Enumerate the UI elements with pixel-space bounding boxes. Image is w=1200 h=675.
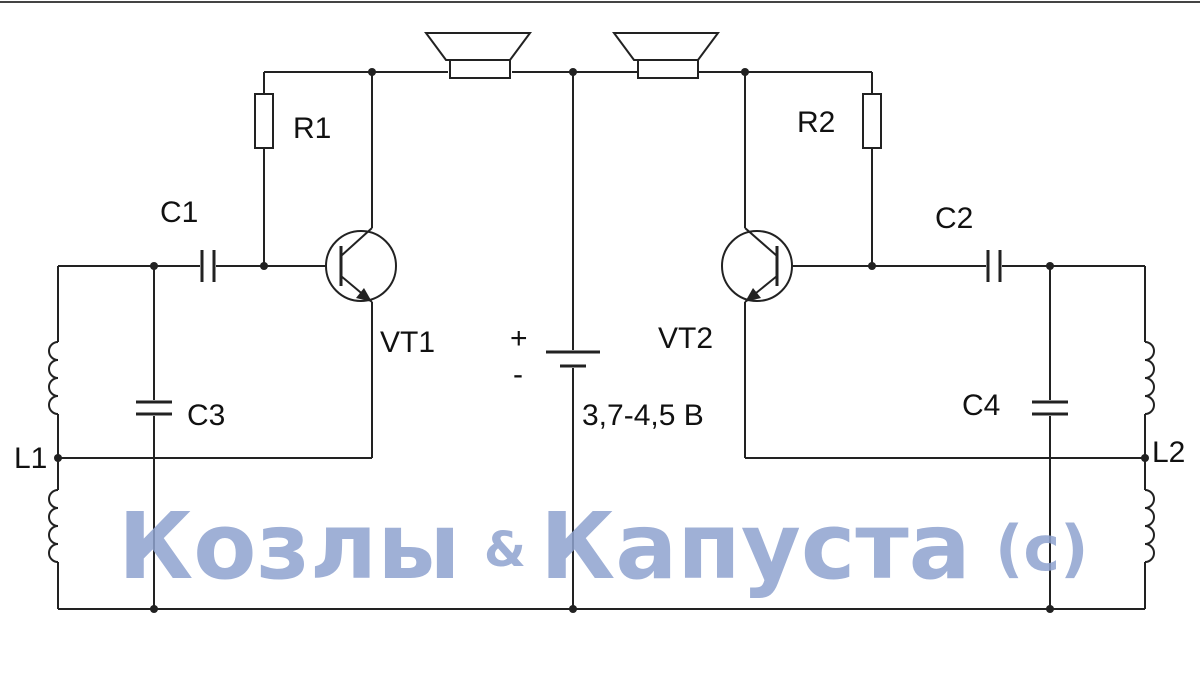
- top-rail: [264, 68, 872, 76]
- label-vt1: VT1: [380, 326, 435, 359]
- label-r2: R2: [797, 106, 835, 139]
- transistor-vt1: [325, 72, 397, 458]
- label-c1: C1: [160, 196, 198, 229]
- speaker-right-icon: [612, 32, 720, 79]
- capacitor-c2: [792, 250, 1145, 282]
- watermark-copyright: (с): [995, 512, 1088, 585]
- label-plus: +: [510, 322, 528, 355]
- label-c2: C2: [935, 202, 973, 235]
- label-l2: L2: [1152, 436, 1185, 469]
- speaker-left-icon: [424, 32, 532, 79]
- resistor-r1: [254, 72, 274, 266]
- resistor-r2: [862, 72, 882, 266]
- bottom-rail: [58, 605, 1145, 613]
- label-voltage: 3,7-4,5 В: [582, 399, 704, 432]
- label-minus: -: [513, 358, 523, 391]
- battery-icon: [546, 72, 600, 609]
- watermark-text-left: Козлы: [118, 493, 460, 600]
- capacitor-c4: [1032, 266, 1068, 609]
- label-vt2: VT2: [658, 322, 713, 355]
- label-r1: R1: [293, 112, 331, 145]
- transistor-vt2: [721, 72, 793, 458]
- inductor-l1: [48, 266, 62, 609]
- capacitor-c1: [58, 250, 326, 282]
- label-c4: C4: [962, 389, 1000, 422]
- watermark-text-right: Капуста: [540, 493, 971, 600]
- label-l1: L1: [14, 442, 47, 475]
- capacitor-c3: [136, 266, 172, 609]
- inductor-l2: [1141, 266, 1155, 609]
- watermark-ampersand: &: [484, 522, 526, 578]
- label-c3: C3: [187, 399, 225, 432]
